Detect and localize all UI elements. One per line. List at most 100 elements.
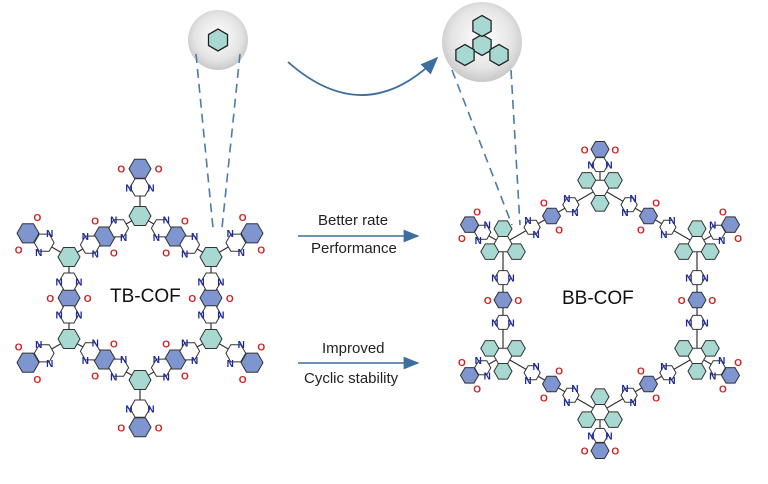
oxygen-atom: O <box>652 393 660 404</box>
oxygen-atom: O <box>91 216 99 227</box>
oxygen-atom: O <box>514 296 522 307</box>
nitrogen-atom: N <box>533 230 540 241</box>
triphenylene-ring-icon <box>455 43 475 67</box>
nitrogen-atom: N <box>191 356 198 367</box>
core-ring <box>57 329 81 349</box>
nitrogen-atom: N <box>181 249 188 260</box>
outer-quinone-ring <box>16 352 40 373</box>
outer-quinone-ring <box>240 352 264 373</box>
pyrazine-ring <box>129 399 151 418</box>
outer-quinone-ring <box>240 223 264 244</box>
triphenylene-outer-ring <box>506 243 526 260</box>
pyrazine-ring <box>562 387 580 403</box>
pyrazine-ring <box>494 314 512 330</box>
quinone-ring <box>687 291 707 309</box>
quinone-ring <box>638 375 659 393</box>
nitrogen-atom: N <box>55 310 62 321</box>
nitrogen-atom: N <box>563 194 570 205</box>
nitrogen-atom: N <box>153 233 160 244</box>
oxygen-atom: O <box>226 294 234 305</box>
nitrogen-atom: N <box>46 359 53 370</box>
nitrogen-atom: N <box>660 230 667 241</box>
nitrogen-atom: N <box>587 431 594 442</box>
triphenylene-outer-ring <box>590 195 610 212</box>
oxygen-atom: O <box>110 339 118 350</box>
nitrogen-atom: N <box>491 274 498 285</box>
triphenylene-outer-ring <box>687 220 707 237</box>
nitrogen-atom: N <box>571 384 578 395</box>
oxygen-atom: O <box>540 393 548 404</box>
nitrogen-atom: N <box>197 310 204 321</box>
oxygen-atom: O <box>734 234 742 245</box>
pyrazine-ring <box>523 365 541 381</box>
nitrogen-atom: N <box>227 359 234 370</box>
oxygen-atom: O <box>239 375 247 386</box>
oxygen-atom: O <box>84 294 92 305</box>
oxygen-atom: O <box>181 216 189 227</box>
nitrogen-atom: N <box>238 340 245 351</box>
nitrogen-atom: N <box>92 249 99 260</box>
oxygen-atom: O <box>155 165 163 176</box>
oxygen-atom: O <box>46 294 54 305</box>
outer-quinone-ring <box>128 417 152 438</box>
nitrogen-atom: N <box>475 356 482 367</box>
triphenylene-outer-ring <box>577 172 597 189</box>
pyrazine-ring <box>225 344 247 363</box>
nitrogen-atom: N <box>605 431 612 442</box>
nitrogen-atom: N <box>668 216 675 227</box>
nitrogen-atom: N <box>163 216 170 227</box>
pyrazine-ring <box>33 233 55 252</box>
triphenylene-outer-ring <box>480 340 500 357</box>
triphenylene-outer-ring <box>493 363 513 380</box>
nitrogen-atom: N <box>55 278 62 289</box>
quinone-ring <box>541 375 562 393</box>
pyrazine-ring <box>523 219 541 235</box>
oxygen-atom: O <box>458 234 466 245</box>
oxygen-atom: O <box>555 367 563 378</box>
nitrogen-atom: N <box>630 398 637 409</box>
nitrogen-atom: N <box>110 216 117 227</box>
nitrogen-atom: N <box>709 371 716 382</box>
triphenylene-outer-ring <box>700 340 720 357</box>
oxygen-atom: O <box>181 372 189 383</box>
nitrogen-atom: N <box>217 278 224 289</box>
nitrogen-atom: N <box>605 161 612 172</box>
quinone-ring <box>541 207 562 225</box>
nitrogen-atom: N <box>120 233 127 244</box>
outer-quinone-ring <box>459 367 480 384</box>
nitrogen-atom: N <box>75 310 82 321</box>
oxygen-atom: O <box>117 423 125 434</box>
nitrogen-atom: N <box>75 278 82 289</box>
triphenylene-outer-ring <box>700 243 720 260</box>
nitrogen-atom: N <box>82 356 89 367</box>
core-ring <box>128 206 152 226</box>
oxygen-atom: O <box>162 339 170 350</box>
oxygen-atom: O <box>91 372 99 383</box>
oxygen-atom: O <box>678 296 686 307</box>
oxygen-atom: O <box>239 213 247 224</box>
oxygen-atom: O <box>162 249 170 260</box>
nitrogen-atom: N <box>507 318 514 329</box>
nitrogen-atom: N <box>110 372 117 383</box>
triphenylene-ring-icon <box>472 33 492 57</box>
oxygen-atom: O <box>458 358 466 369</box>
nitrogen-atom: N <box>147 405 154 416</box>
oxygen-atom: O <box>33 213 41 224</box>
nitrogen-atom: N <box>125 183 132 194</box>
quinone-ring <box>57 288 81 308</box>
nitrogen-atom: N <box>163 372 170 383</box>
benzene-icon <box>207 28 229 52</box>
bb-cof-framework <box>459 141 741 459</box>
oxygen-atom: O <box>110 249 118 260</box>
oxygen-atom: O <box>155 423 163 434</box>
pyrazine-ring <box>562 197 580 213</box>
triphenylene-outer-ring <box>480 243 500 260</box>
nitrogen-atom: N <box>571 208 578 219</box>
pyrazine-ring <box>150 358 172 377</box>
oxygen-atom: O <box>708 296 716 307</box>
pyrazine-ring <box>108 219 130 238</box>
nitrogen-atom: N <box>227 229 234 240</box>
oxygen-atom: O <box>555 225 563 236</box>
outer-quinone-ring <box>720 216 741 233</box>
